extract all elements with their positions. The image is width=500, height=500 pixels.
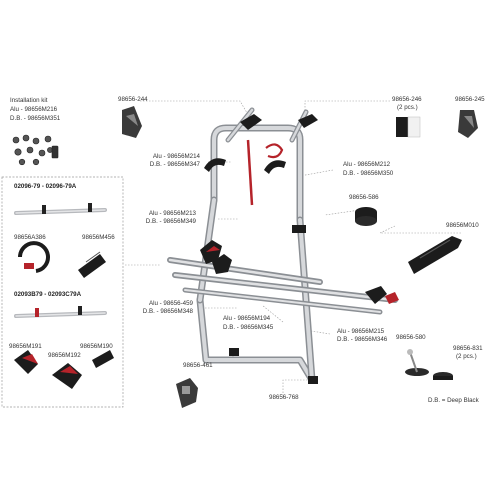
label-98656-461: 98656-461 [183,362,213,369]
leader-lines [125,100,462,396]
kit-box-border [1,176,124,408]
label-459-db: D.B. - 98656M348 [142,308,193,315]
installation-kit-hardware [12,134,59,166]
part-98656-586 [355,207,377,226]
label-m194-alu: Alu - 98656M194 [223,315,271,322]
kit-group1-part-b: 98656M456 [82,234,115,241]
wheel-holder-98656M456 [78,251,106,278]
label-98656-831: 98656-831 [453,345,483,352]
label-459-alu: Alu - 98656-459 [148,300,193,307]
label-m215-db: D.B. - 98656M346 [337,336,388,343]
installation-kit-alu: Alu - 98656M216 [10,106,58,113]
label-98656-580: 98656-580 [396,334,426,341]
installation-kit-db: D.B. - 98656M351 [10,115,61,122]
group1-rail [14,203,107,215]
holder-98656M190 [92,350,114,368]
label-98656-831-qty: (2 pcs.) [456,353,477,360]
label-m213-db: D.B. - 98656M349 [145,218,196,225]
label-m215-alu: Alu - 98656M215 [337,328,385,335]
label-98656-246: 98656-246 [392,96,422,103]
label-98656-246-qty: (2 pcs.) [397,104,418,111]
kit-group2-part-b: 98656M190 [80,343,113,350]
wheel-rails [167,257,398,315]
legend-deep-black: D.B. = Deep Black [428,397,479,404]
red-strap [246,139,284,206]
part-98656-244 [122,106,142,138]
part-98656-246 [396,116,421,138]
label-m214-db: D.B. - 98656M347 [149,161,200,168]
label-98656M010: 98656M010 [446,222,479,229]
kit-group2-part-c: 98656M192 [48,352,81,359]
part-98656-580 [405,349,429,376]
kit-group1-part-a: 98656A386 [14,234,46,241]
label-m194-db: D.B. - 98656M345 [223,324,274,331]
label-m212-alu: Alu - 98656M212 [343,161,391,168]
rack-frame [196,107,316,384]
strap-98656M191 [14,350,38,374]
part-98656M010 [408,236,462,274]
part-98656-831 [433,372,453,380]
installation-kit-title: Installation kit [10,97,48,104]
kit-group1-title: 02096-79 - 02096-79A [14,183,77,190]
group2-rail [14,306,107,318]
label-98656-768: 98656-768 [269,394,299,401]
top-arm-clamps [240,114,318,130]
wheel-holder-98656A386 [18,241,50,273]
kit-group2-title: 02093B79 - 02093C79A [14,291,82,298]
label-m212-db: D.B. - 98656M350 [343,170,394,177]
label-m213-alu: Alu - 98656M213 [148,210,196,217]
label-m214-alu: Alu - 98656M214 [152,153,200,160]
part-98656-245 [458,110,478,138]
bike-hooks [204,158,306,233]
kit-group2-part-a: 98656M191 [9,343,42,350]
rack-feet [229,348,318,384]
rail-wheel-holders [200,240,399,304]
part-98656-461 [176,378,198,408]
label-98656-586: 98656-586 [349,194,379,201]
label-98656-245: 98656-245 [455,96,485,103]
strap-98656M192 [52,363,82,389]
label-98656-244: 98656-244 [118,96,148,103]
